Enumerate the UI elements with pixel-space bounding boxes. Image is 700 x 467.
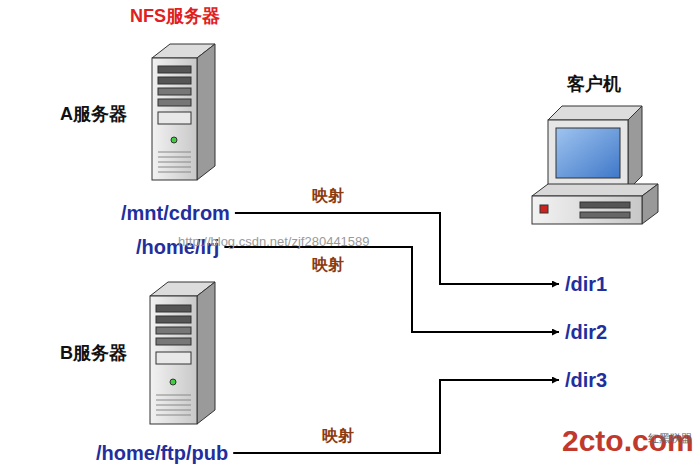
mount-point: /dir2	[562, 319, 610, 345]
drive-bay	[156, 327, 191, 334]
monitor-screen	[556, 128, 620, 178]
drive-bay	[156, 316, 191, 323]
server-node: B服务器	[60, 278, 220, 428]
path-label: /dir1	[562, 271, 610, 297]
client-computer-icon	[532, 106, 658, 224]
monitor-front	[548, 120, 628, 190]
power-led	[171, 137, 177, 143]
server-side	[197, 282, 215, 424]
case-side	[642, 184, 658, 224]
machine-label: 客户机	[567, 72, 621, 96]
server-front	[150, 296, 197, 424]
server-node: A服务器	[60, 40, 220, 185]
drive-bay	[158, 88, 191, 95]
drive-bay	[158, 77, 191, 84]
edge-label: 映射	[312, 255, 344, 276]
case-front	[532, 196, 642, 224]
path-label: /mnt/cdrom	[118, 200, 233, 226]
server-side	[197, 44, 215, 180]
monitor-side	[628, 106, 642, 190]
drive-bay	[158, 99, 191, 106]
machine-label: B服务器	[60, 341, 127, 365]
mapping-connector	[233, 380, 559, 453]
drive-bay	[156, 305, 191, 312]
drive-slot	[580, 202, 630, 208]
machine-label: A服务器	[60, 102, 127, 126]
panel	[156, 352, 191, 364]
power-led	[170, 379, 176, 385]
path-label: /dir2	[562, 319, 610, 345]
edge-label: 映射	[322, 426, 354, 447]
path-label: /dir3	[562, 367, 610, 393]
mount-point: /dir3	[562, 367, 610, 393]
vents	[158, 152, 191, 172]
panel	[158, 112, 191, 124]
path-label: /home/ftp/pub	[93, 440, 231, 466]
monitor-top	[548, 106, 642, 120]
site-logo-caption: 红黑联盟	[648, 431, 692, 446]
server-a-icon	[152, 44, 215, 180]
export-path: /mnt/cdrom	[118, 200, 233, 226]
watermark: http://blog.csdn.net/zjf280441589	[178, 234, 370, 249]
diagram-title: NFS服务器	[130, 4, 220, 28]
drive-slot	[580, 212, 630, 218]
case-top	[532, 184, 658, 196]
vents	[156, 395, 191, 415]
server-b-icon	[150, 282, 215, 424]
client-node: 客户机	[525, 72, 665, 227]
drive-bay	[156, 338, 191, 345]
drive-bay	[158, 66, 191, 73]
power-button	[540, 205, 548, 213]
server-front	[152, 58, 197, 180]
export-path: /home/ftp/pub	[93, 440, 231, 466]
mount-point: /dir1	[562, 271, 610, 297]
edge-label: 映射	[312, 186, 344, 207]
mapping-connector	[224, 247, 559, 332]
